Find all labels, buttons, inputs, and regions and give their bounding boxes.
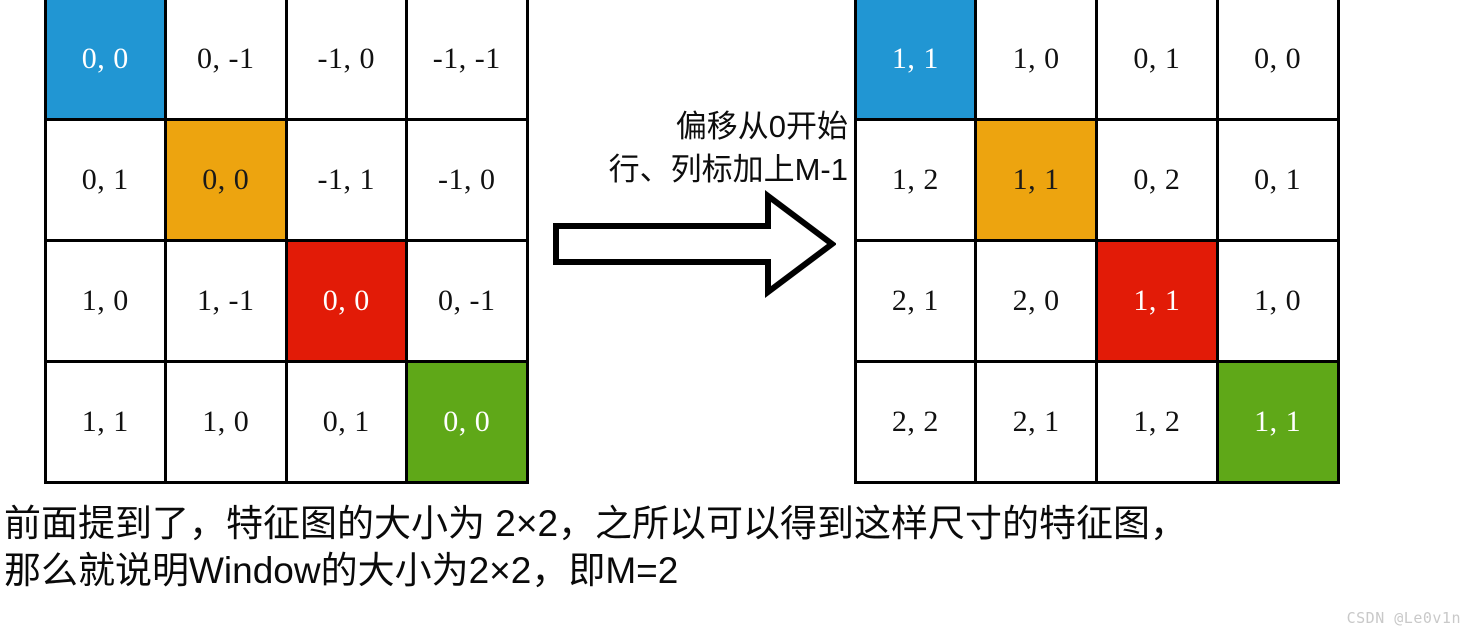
offset-grid-shifted: 1, 1 1, 0 0, 1 0, 0 1, 2 1, 1 0, 2 0, 1 2, 1 2, 0… xyxy=(853,0,1340,484)
grid-cell-label: 0, -1 xyxy=(438,283,496,317)
grid-cell-highlight-green: 0, 0 xyxy=(405,359,529,484)
grid-cell: 2, 1 xyxy=(974,359,1098,484)
grid-cell-label: 0, 0 xyxy=(81,41,129,75)
grid-cell-highlight-orange: 0, 0 xyxy=(164,117,288,242)
grid-cell-label: 0, 1 xyxy=(81,162,129,196)
grid-cell-label: 0, 1 xyxy=(322,404,370,438)
grid-cell: 1, 2 xyxy=(853,117,978,242)
grid-cell: 0, 1 xyxy=(43,117,167,242)
grid-cell-label: 1, 0 xyxy=(1012,41,1060,75)
grid-cell-label: 0, 0 xyxy=(322,283,370,317)
grid-cell-label: 0, 1 xyxy=(1133,41,1181,75)
watermark: CSDN @Le0v1n xyxy=(1346,609,1461,627)
grid-cell-highlight-red: 1, 1 xyxy=(1095,238,1219,363)
grid-cell: 1, 0 xyxy=(43,238,167,363)
grid-cell: 0, 1 xyxy=(1095,0,1219,121)
grid-cell-label: 0, 2 xyxy=(1133,162,1181,196)
grid-cell: -1, 0 xyxy=(284,0,408,121)
grid-cell-label: 1, 0 xyxy=(202,404,250,438)
grid-cell-label: 0, 0 xyxy=(202,162,250,196)
grid-cell-label: 1, 1 xyxy=(81,404,129,438)
caption-line-1: 偏移从0开始 xyxy=(675,109,848,144)
grid-cell: -1, 0 xyxy=(405,117,529,242)
grid-cell-highlight-blue: 1, 1 xyxy=(853,0,978,121)
grid-cell-label: 0, 1 xyxy=(1254,162,1302,196)
grid-cell-label: 0, 0 xyxy=(443,404,491,438)
grid-cell: 1, 0 xyxy=(164,359,288,484)
grid-cell: -1, -1 xyxy=(405,0,529,121)
grid-cell-highlight-blue: 0, 0 xyxy=(43,0,167,121)
grid-cell: 1, 2 xyxy=(1095,359,1219,484)
grid-cell-highlight-green: 1, 1 xyxy=(1215,359,1340,484)
paragraph-line-2: 那么就说明Window的大小为2×2，即M=2 xyxy=(4,550,679,592)
grid-cell: -1, 1 xyxy=(284,117,408,242)
grid-cell-label: 1, 1 xyxy=(891,41,939,75)
grid-cell: 2, 1 xyxy=(853,238,978,363)
grid-cell-label: 1, 0 xyxy=(1254,283,1302,317)
grid-cell-highlight-red: 0, 0 xyxy=(284,238,408,363)
grid-cell-label: 1, 1 xyxy=(1254,404,1302,438)
grid-cell-label: 0, -1 xyxy=(197,41,255,75)
grid-cell: 2, 2 xyxy=(853,359,978,484)
grid-cell: 1, 0 xyxy=(974,0,1098,121)
grid-cell-label: 2, 2 xyxy=(891,404,939,438)
grid-cell-label: 2, 1 xyxy=(1012,404,1060,438)
grid-cell: 1, -1 xyxy=(164,238,288,363)
grid-cell: 2, 0 xyxy=(974,238,1098,363)
grid-cell: 0, -1 xyxy=(405,238,529,363)
grid-cell-label: -1, -1 xyxy=(432,41,501,75)
grid-cell-label: 1, 1 xyxy=(1012,162,1060,196)
grid-cell: 1, 0 xyxy=(1215,238,1340,363)
grid-cell: 1, 1 xyxy=(43,359,167,484)
right-arrow-icon xyxy=(553,190,836,298)
grid-cell-label: 1, 0 xyxy=(81,283,129,317)
grid-cell: 0, 2 xyxy=(1095,117,1219,242)
grid-cell: 0, 1 xyxy=(1215,117,1340,242)
grid-cell-label: 1, 2 xyxy=(891,162,939,196)
transform-caption: 偏移从0开始 行、列标加上M-1 xyxy=(508,106,848,192)
grid-cell-label: -1, 1 xyxy=(317,162,375,196)
grid-cell-label: -1, 0 xyxy=(438,162,496,196)
grid-cell-label: -1, 0 xyxy=(317,41,375,75)
caption-line-2: 行、列标加上M-1 xyxy=(608,151,848,187)
explanatory-paragraph: 前面提到了，特征图的大小为 2×2，之所以可以得到这样尺寸的特征图， 那么就说明… xyxy=(4,500,1469,595)
grid-cell-highlight-orange: 1, 1 xyxy=(974,117,1098,242)
grid-cell-label: 1, -1 xyxy=(197,283,255,317)
grid-cell-label: 0, 0 xyxy=(1254,41,1302,75)
grid-cell-label: 1, 2 xyxy=(1133,404,1181,438)
grid-cell-label: 2, 1 xyxy=(891,283,939,317)
grid-cell-label: 1, 1 xyxy=(1133,283,1181,317)
grid-cell: 0, -1 xyxy=(164,0,288,121)
grid-cell: 0, 0 xyxy=(1215,0,1340,121)
offset-grid-signed: 0, 0 0, -1 -1, 0 -1, -1 0, 1 0, 0 -1, 1 -1, 0 1,… xyxy=(43,0,529,484)
paragraph-line-1: 前面提到了，特征图的大小为 2×2，之所以可以得到这样尺寸的特征图， xyxy=(4,503,1188,544)
grid-cell: 0, 1 xyxy=(284,359,408,484)
grid-cell-label: 2, 0 xyxy=(1012,283,1060,317)
